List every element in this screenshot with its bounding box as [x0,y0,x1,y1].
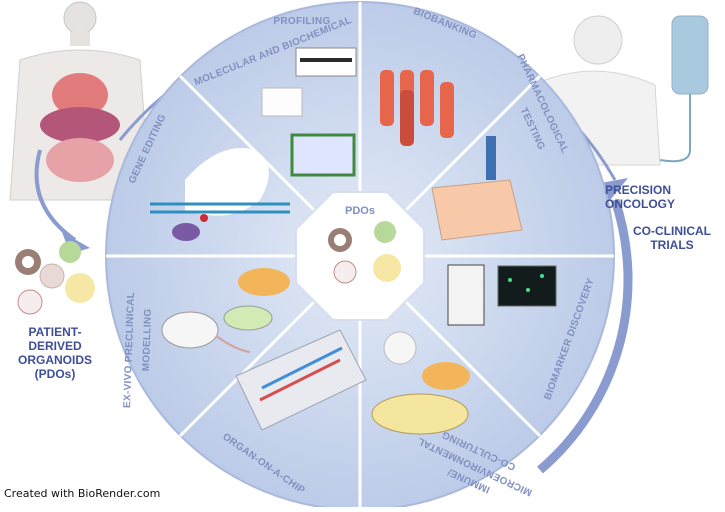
precision-line2: ONCOLOGY [605,197,676,211]
microscope-illustration [447,264,557,326]
mouse-and-dishes-illustration [161,268,290,353]
gel-electrophoresis-illustration [261,47,357,177]
left-label-line1: PATIENT-DERIVED [28,325,82,353]
left-label-line3: (PDOs) [34,367,76,381]
patient-to-pdo-arrow [34,149,77,242]
well-plate-illustration [431,136,523,241]
biobank-tubes-illustration [380,70,454,146]
patient-body-illustration [9,1,151,201]
precision-oncology-label: PRECISION ONCOLOGY [605,183,695,211]
co-clinical-trials-label: CO-CLINICAL TRIALS [628,224,716,252]
credit-text: Created with BioRender.com [4,487,161,500]
cycle-arrow-right [537,198,633,474]
segment-label-exvivo: EX-VIVO PRECLINICAL [122,292,137,409]
crispr-illustration [150,148,290,241]
co-clinical-line2: TRIALS [650,238,694,252]
precision-line1: PRECISION [605,183,672,197]
organoid-cluster-left [15,241,95,315]
left-label-line2: ORGANOIDS [17,353,92,367]
segment-label-modelling: MODELLING [141,308,154,371]
segment-label-molecular-2: PROFILING [273,16,330,27]
hub-label: PDOs [345,205,375,217]
left-pdo-label: PATIENT-DERIVED ORGANOIDS (PDOs) [5,325,105,381]
co-culture-illustration [371,331,470,435]
organ-chip-illustration [235,329,367,431]
co-clinical-line1: CO-CLINICAL [633,224,711,238]
